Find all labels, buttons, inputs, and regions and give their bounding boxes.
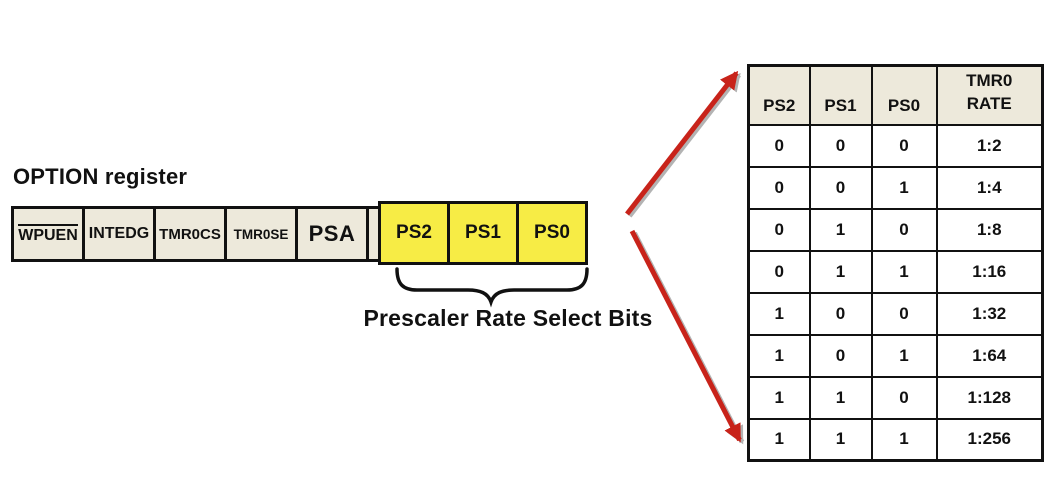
cell-ps0: 1 — [870, 333, 938, 378]
cell-ps0: 0 — [870, 207, 938, 252]
register-field-intedg: INTEDG — [82, 206, 156, 262]
cell-rate: 1:256 — [935, 417, 1044, 462]
table-row: 1 0 1 1:64 — [747, 333, 1044, 378]
cell-rate: 1:4 — [935, 165, 1044, 210]
cell-ps1: 0 — [808, 123, 873, 168]
cell-ps2: 1 — [747, 417, 811, 462]
table-row: 0 0 1 1:4 — [747, 165, 1044, 210]
cell-ps0: 1 — [870, 417, 938, 462]
cell-ps2: 0 — [747, 165, 811, 210]
cell-ps1: 1 — [808, 249, 873, 294]
register-field-ps2: PS2 — [378, 201, 450, 265]
cell-ps2: 0 — [747, 207, 811, 252]
register-field-tmr0cs-label: TMR0CS — [159, 225, 221, 243]
register-field-intedg-label: INTEDG — [88, 225, 150, 242]
cell-rate: 1:64 — [935, 333, 1044, 378]
table-row: 1 0 0 1:32 — [747, 291, 1044, 336]
prescaler-rate-select-caption: Prescaler Rate Select Bits — [363, 305, 653, 331]
cell-ps1: 0 — [808, 333, 873, 378]
prescaler-bits-row: PS2 PS1 PS0 — [378, 201, 588, 265]
register-field-ps1-label: PS1 — [465, 222, 501, 243]
table-row: 1 1 1 1:256 — [747, 417, 1044, 462]
register-field-wpuen: WPUEN — [11, 206, 85, 262]
cell-ps1: 0 — [808, 291, 873, 336]
red-arrow-up-icon — [625, 70, 739, 216]
cell-rate: 1:16 — [935, 249, 1044, 294]
cell-ps2: 1 — [747, 291, 811, 336]
table-row: 0 0 0 1:2 — [747, 123, 1044, 168]
register-field-tmr0se-label: TMR0SE — [233, 226, 289, 242]
cell-ps0: 1 — [870, 165, 938, 210]
table-header-row: PS2 PS1 PS0 TMR0 RATE — [747, 64, 1044, 126]
register-field-ps0: PS0 — [516, 201, 588, 265]
cell-rate: 1:32 — [935, 291, 1044, 336]
tmr0-rate-table: PS2 PS1 PS0 TMR0 RATE 0 0 0 1:2 0 0 1 1:… — [747, 64, 1044, 462]
cell-ps0: 0 — [870, 291, 938, 336]
header-ps0: PS0 — [870, 64, 938, 126]
page-title: OPTION register — [13, 164, 188, 189]
table-row: 1 1 0 1:128 — [747, 375, 1044, 420]
header-ps1: PS1 — [808, 64, 873, 126]
cell-ps1: 1 — [808, 375, 873, 420]
table-row: 0 1 1 1:16 — [747, 249, 1044, 294]
cell-ps1: 1 — [808, 207, 873, 252]
cell-ps1: 0 — [808, 165, 873, 210]
header-ps2: PS2 — [747, 64, 811, 126]
red-arrow-down-icon — [629, 229, 742, 443]
register-field-psa: PSA — [295, 206, 369, 262]
cell-rate: 1:2 — [935, 123, 1044, 168]
table-row: 0 1 0 1:8 — [747, 207, 1044, 252]
cell-ps1: 1 — [808, 417, 873, 462]
cell-ps2: 0 — [747, 123, 811, 168]
cell-ps0: 0 — [870, 375, 938, 420]
register-field-wpuen-label: WPUEN — [18, 224, 78, 244]
register-field-tmr0cs: TMR0CS — [153, 206, 227, 262]
curly-brace-icon — [395, 267, 589, 308]
cell-ps2: 1 — [747, 375, 811, 420]
cell-rate: 1:128 — [935, 375, 1044, 420]
cell-ps0: 0 — [870, 123, 938, 168]
register-field-psa-label: PSA — [308, 221, 356, 246]
register-field-ps0-label: PS0 — [534, 222, 570, 243]
cell-ps2: 1 — [747, 333, 811, 378]
cell-ps0: 1 — [870, 249, 938, 294]
register-field-ps2-label: PS2 — [396, 222, 432, 243]
register-field-tmr0se: TMR0SE — [224, 206, 298, 262]
cell-rate: 1:8 — [935, 207, 1044, 252]
cell-ps2: 0 — [747, 249, 811, 294]
header-tmr0-rate: TMR0 RATE — [935, 64, 1044, 126]
register-field-ps1: PS1 — [447, 201, 519, 265]
